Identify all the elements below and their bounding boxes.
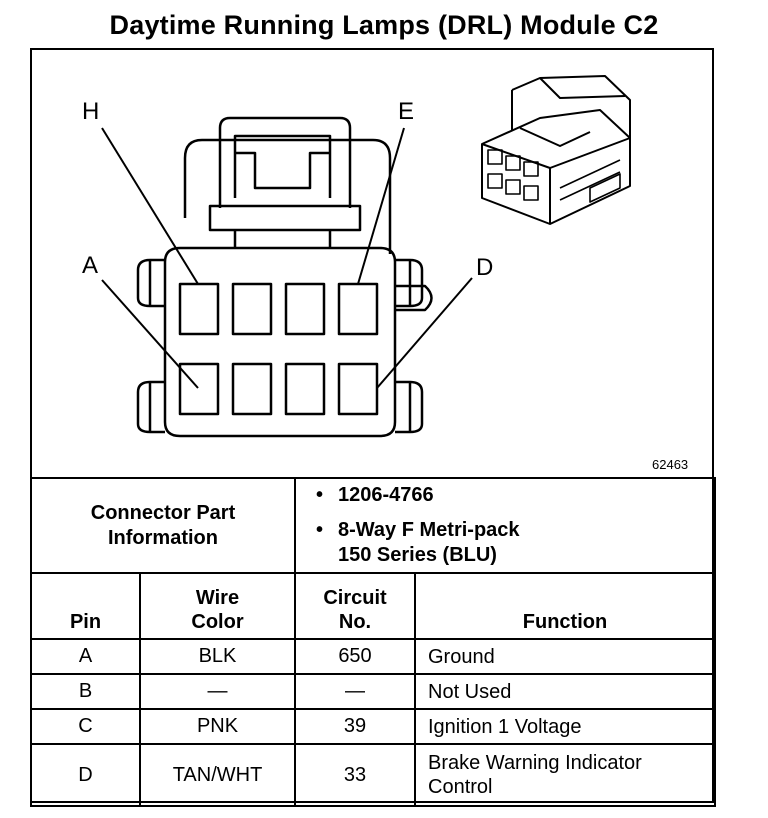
figure-number: 62463: [652, 457, 689, 472]
cavity-a: [178, 362, 220, 416]
cavity-b: [231, 362, 273, 416]
circuit-cell: 39: [294, 708, 416, 745]
pin-cell: D: [30, 743, 141, 807]
header-function: Function: [414, 572, 716, 640]
connector-info-label: Connector Part Information: [30, 477, 296, 574]
function-cell: Ground: [414, 638, 716, 675]
connector-iso-view: [481, 75, 631, 225]
pin-cell: B: [30, 673, 141, 710]
pin-cell: C: [30, 708, 141, 745]
cavity-g: [231, 282, 273, 336]
connector-diagram: [101, 75, 631, 438]
connector-description-line1: 8-Way F Metri-pack: [338, 519, 520, 541]
connector-description-line2: 150 Series (BLU): [338, 544, 497, 566]
connector-body: [163, 246, 397, 438]
pin-cell: A: [30, 638, 141, 675]
circuit-cell: 650: [294, 638, 416, 675]
connector-info-values: • 1206-4766 • 8-Way F Metri-pack 150 Ser…: [294, 477, 716, 574]
part-number: 1206-4766: [338, 484, 434, 506]
wire-color-cell: PNK: [139, 708, 296, 745]
pin-label-e: E: [398, 98, 415, 125]
function-cell: Not Used: [414, 673, 716, 710]
table-row: B — — Not Used: [30, 673, 716, 710]
header-pin: Pin: [30, 572, 141, 640]
bullet: •: [316, 519, 324, 541]
table-row: D TAN/WHT 33 Brake Warning Indicator Con…: [30, 743, 716, 807]
cavity-h: [178, 282, 220, 336]
pin-label-d: D: [476, 254, 494, 281]
function-cell: Ignition 1 Voltage: [414, 708, 716, 745]
pin-table: Pin Wire Color Circuit No. Function A BL…: [30, 572, 716, 807]
diagram-title: Daytime Running Lamps (DRL) Module C2: [109, 10, 659, 40]
circuit-cell: 33: [294, 743, 416, 807]
table-row: A BLK 650 Ground: [30, 638, 716, 675]
wire-color-cell: —: [139, 673, 296, 710]
connector-latch-inner: [233, 134, 332, 198]
header-wire-color: Wire Color: [139, 572, 296, 640]
wire-color-cell: BLK: [139, 638, 296, 675]
table-row: C PNK 39 Ignition 1 Voltage: [30, 708, 716, 745]
cavity-f: [284, 282, 326, 336]
header-circuit-no: Circuit No.: [294, 572, 416, 640]
cavity-e: [337, 282, 379, 336]
leader-e: [357, 127, 405, 285]
cavity-d: [337, 362, 379, 416]
leader-h: [101, 127, 199, 285]
function-cell: Brake Warning Indicator Control: [414, 743, 716, 807]
pin-table-header: Pin Wire Color Circuit No. Function: [30, 572, 716, 640]
pin-label-h: H: [82, 98, 100, 125]
wire-color-cell: TAN/WHT: [139, 743, 296, 807]
leader-a: [101, 279, 199, 389]
connector-top-housing: [183, 138, 392, 254]
connector-latch-outer: [218, 116, 352, 208]
cavity-c: [284, 362, 326, 416]
circuit-cell: —: [294, 673, 416, 710]
pin-label-a: A: [82, 252, 99, 279]
bullet: •: [316, 484, 324, 506]
leader-d: [376, 277, 473, 389]
connector-info-table: Connector Part Information • 1206-4766 •…: [30, 477, 716, 574]
